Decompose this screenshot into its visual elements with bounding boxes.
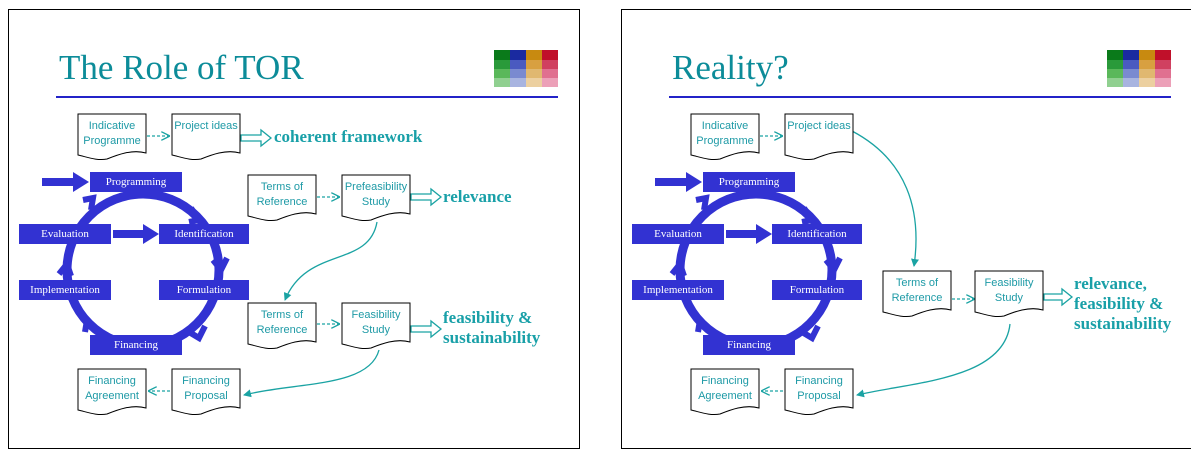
note-feasibility: feasibility & bbox=[443, 308, 533, 327]
note-sustainability: sustainability bbox=[1074, 314, 1172, 333]
stage-programming: Programming bbox=[703, 172, 795, 192]
doc-terms-of-reference: Terms of Reference bbox=[882, 270, 952, 317]
stage-implementation: Implementation bbox=[19, 280, 111, 300]
doc-label: Project ideas bbox=[174, 120, 238, 132]
stage-evaluation: Evaluation bbox=[632, 224, 724, 244]
doc-feasibility-study: Feasibility Study bbox=[341, 302, 411, 349]
doc-prefeasibility-study: Prefeasibility Study bbox=[341, 174, 411, 221]
doc-label: Financing Agreement bbox=[85, 375, 139, 402]
stage-identification: Identification bbox=[159, 224, 249, 244]
slide-title: Reality? bbox=[672, 48, 789, 87]
title-rule bbox=[56, 96, 558, 98]
doc-project-ideas: Project ideas bbox=[171, 113, 241, 160]
color-grid-logo bbox=[1107, 50, 1171, 87]
doc-label: Prefeasibility Study bbox=[344, 181, 408, 208]
stage-financing: Financing bbox=[703, 335, 795, 355]
note-feasibility: feasibility & bbox=[1074, 294, 1164, 313]
doc-financing-agreement: Financing Agreement bbox=[690, 368, 760, 415]
doc-label: Feasibility Study bbox=[984, 277, 1034, 304]
note-relevance: relevance bbox=[443, 187, 512, 206]
stage-implementation: Implementation bbox=[632, 280, 724, 300]
doc-indicative-programme: Indicative Programme bbox=[690, 113, 760, 160]
doc-feasibility-study: Feasibility Study bbox=[974, 270, 1044, 317]
doc-label: Financing Proposal bbox=[795, 375, 843, 402]
stage-financing: Financing bbox=[90, 335, 182, 355]
stage-identification: Identification bbox=[772, 224, 862, 244]
stage-formulation: Formulation bbox=[159, 280, 249, 300]
stage-programming: Programming bbox=[90, 172, 182, 192]
doc-label: Indicative Programme bbox=[696, 120, 754, 147]
doc-project-ideas: Project ideas bbox=[784, 113, 854, 160]
note-coherent-framework: coherent framework bbox=[274, 127, 423, 146]
doc-indicative-programme: Indicative Programme bbox=[77, 113, 147, 160]
stage-formulation: Formulation bbox=[772, 280, 862, 300]
stage-evaluation: Evaluation bbox=[19, 224, 111, 244]
doc-financing-agreement: Financing Agreement bbox=[77, 368, 147, 415]
doc-terms-of-reference-2: Terms of Reference bbox=[247, 302, 317, 349]
doc-terms-of-reference-1: Terms of Reference bbox=[247, 174, 317, 221]
slide-reality: Reality? Programming Ev bbox=[621, 9, 1191, 449]
slide-role-of-tor: The Role of TOR bbox=[8, 9, 580, 449]
title-rule bbox=[669, 96, 1171, 98]
note-relevance: relevance, bbox=[1074, 274, 1147, 293]
doc-label: Terms of Reference bbox=[256, 181, 308, 208]
doc-label: Feasibility Study bbox=[351, 309, 401, 336]
diagram-connectors bbox=[42, 128, 443, 398]
doc-financing-proposal: Financing Proposal bbox=[784, 368, 854, 415]
slide-title: The Role of TOR bbox=[59, 48, 304, 87]
doc-financing-proposal: Financing Proposal bbox=[171, 368, 241, 415]
doc-label: Terms of Reference bbox=[891, 277, 943, 304]
doc-label: Financing Agreement bbox=[698, 375, 752, 402]
color-grid-logo bbox=[494, 50, 558, 87]
doc-label: Project ideas bbox=[787, 120, 851, 132]
doc-label: Terms of Reference bbox=[256, 309, 308, 336]
doc-label: Indicative Programme bbox=[83, 120, 141, 147]
note-sustainability: sustainability bbox=[443, 328, 541, 347]
doc-label: Financing Proposal bbox=[182, 375, 230, 402]
